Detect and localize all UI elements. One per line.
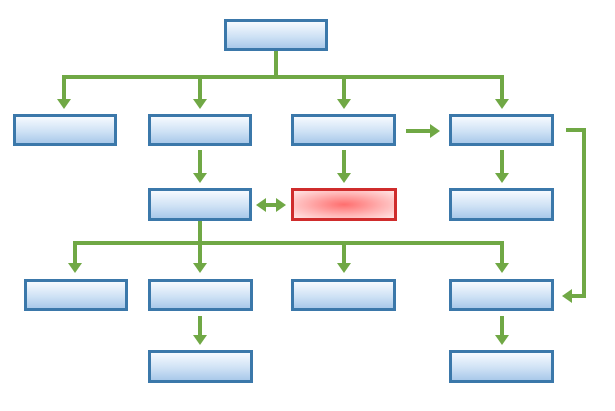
- level2-box-d: [449, 188, 554, 221]
- bidirectional-arrow-left-head: [256, 198, 266, 212]
- arrow-to-level3-c-head: [337, 263, 351, 273]
- bidirectional-arrow-right-head: [276, 198, 286, 212]
- arrow-to-level2-d-head: [495, 173, 509, 183]
- level1-box-c: [291, 114, 396, 146]
- level3-box-d: [449, 279, 554, 311]
- root-box: [224, 19, 328, 51]
- highlighted-box: [291, 188, 397, 221]
- arrow-to-level1-b-head: [193, 99, 207, 109]
- side-bracket-connector: [566, 128, 586, 298]
- arrow-to-level2-b-head: [193, 173, 207, 183]
- level1-box-a: [13, 114, 117, 146]
- arrow-to-level1-a-head: [57, 99, 71, 109]
- arrow-c-to-d-head: [430, 124, 440, 138]
- arrow-to-level2-c-head: [337, 173, 351, 183]
- level2-box-b: [148, 188, 252, 221]
- level3-box-b: [148, 279, 253, 311]
- arrow-to-level4-b-head: [193, 335, 207, 345]
- arrow-to-level1-d-head: [495, 99, 509, 109]
- arrow-to-level1-c-head: [337, 99, 351, 109]
- side-bracket-arrow-head: [562, 289, 572, 303]
- level3-box-c: [291, 279, 396, 311]
- level1-box-d: [449, 114, 554, 146]
- level4-box-d: [449, 350, 554, 383]
- arrow-to-level3-b-head: [193, 263, 207, 273]
- arrow-to-level3-d-head: [495, 263, 509, 273]
- level4-box-b: [148, 350, 253, 383]
- level1-box-b: [148, 114, 252, 146]
- arrow-to-level4-d-head: [495, 335, 509, 345]
- level3-box-a: [24, 279, 128, 311]
- arrow-to-level3-a-head: [68, 263, 82, 273]
